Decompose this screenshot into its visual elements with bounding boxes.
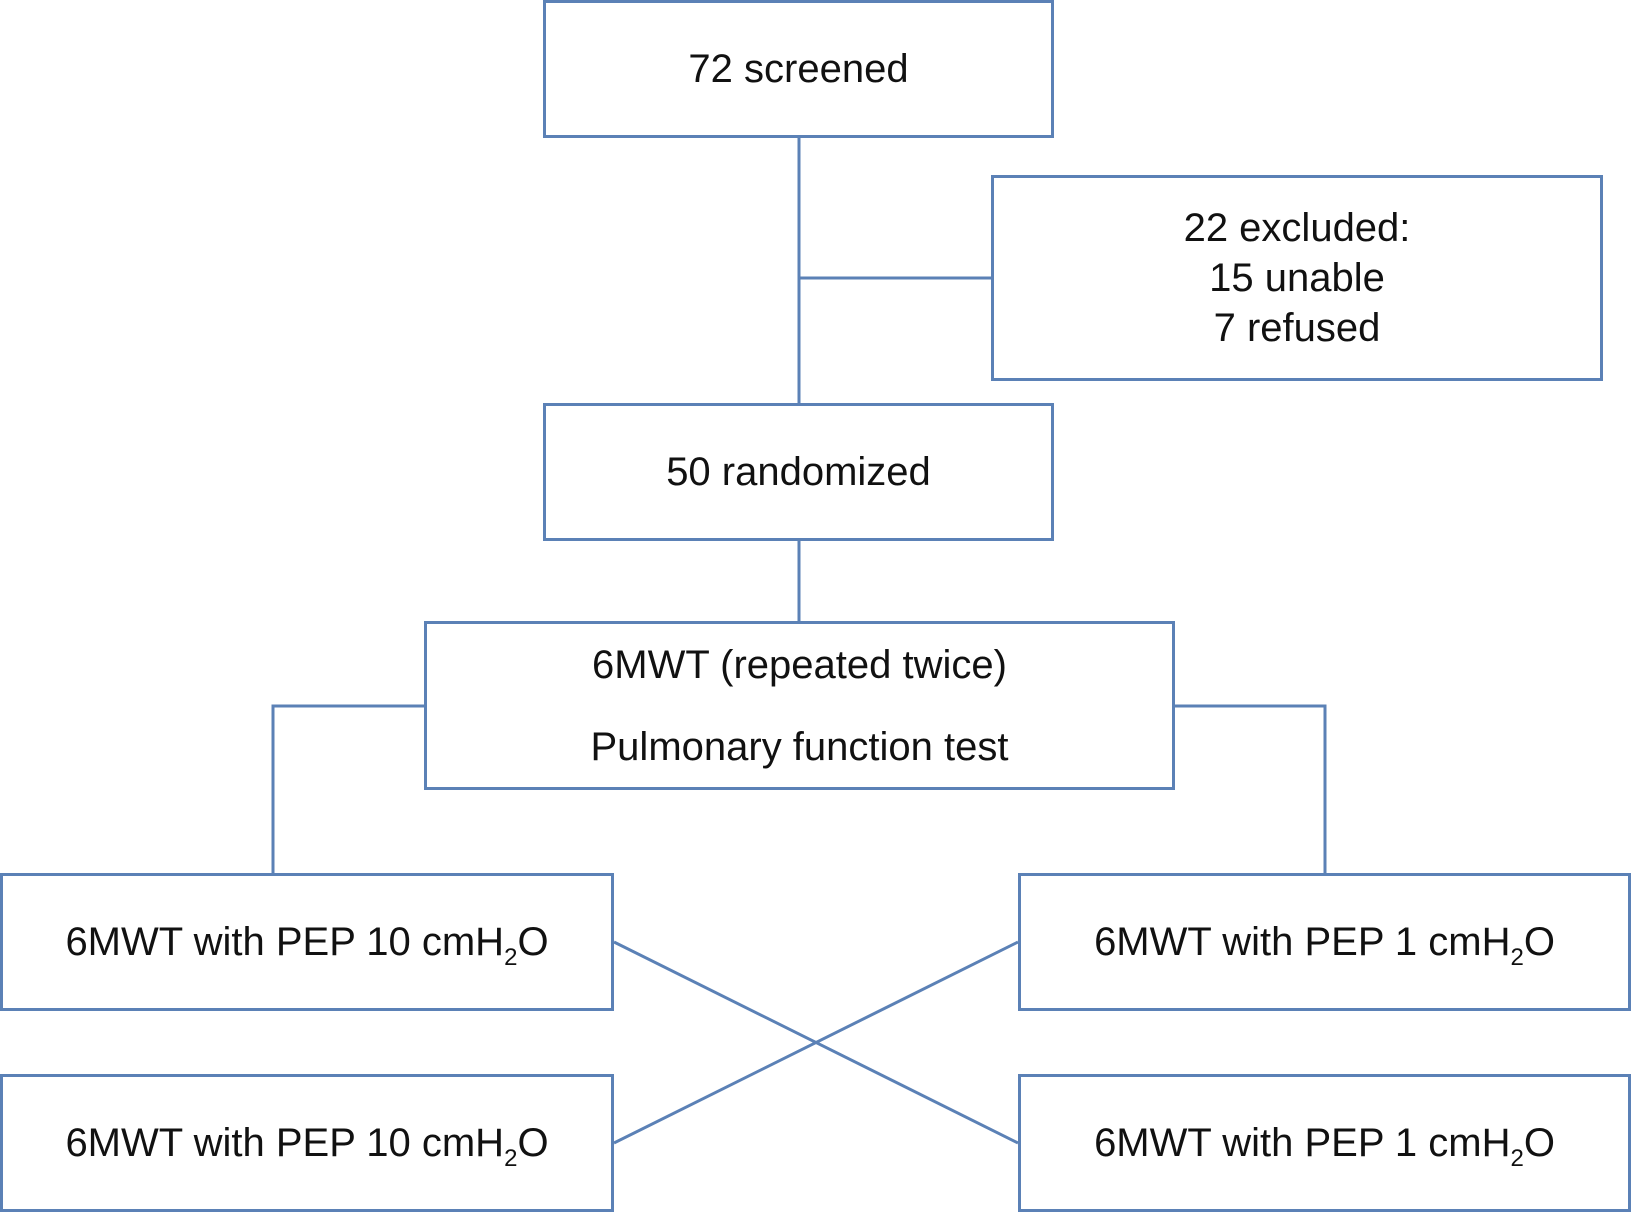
pep10-second-label: 6MWT with PEP 10 cmH2O [65, 1121, 549, 1172]
randomized-box: 50 randomized [543, 403, 1054, 541]
pep10-second-box: 6MWT with PEP 10 cmH2O [0, 1074, 614, 1212]
connector-crossover-pep1-to-pep10 [613, 940, 1019, 1145]
excluded-refused-label: 7 refused [1213, 306, 1381, 350]
screened-label: 72 screened [688, 47, 909, 91]
pep1-first-label: 6MWT with PEP 1 cmH2O [1094, 920, 1555, 971]
pep1-second-box: 6MWT with PEP 1 cmH2O [1018, 1074, 1631, 1212]
randomized-label: 50 randomized [666, 450, 931, 494]
pep1-second-label: 6MWT with PEP 1 cmH2O [1094, 1121, 1555, 1172]
pep10-first-box: 6MWT with PEP 10 cmH2O [0, 873, 614, 1011]
baseline-6mwt-label: 6MWT (repeated twice) [592, 642, 1007, 687]
baseline-pft-label: Pulmonary function test [590, 724, 1009, 769]
pep10-first-label: 6MWT with PEP 10 cmH2O [65, 920, 549, 971]
excluded-unable-label: 15 unable [1209, 256, 1385, 300]
baseline-tests-box: 6MWT (repeated twice) Pulmonary function… [424, 621, 1175, 790]
screened-box: 72 screened [543, 0, 1054, 138]
excluded-box: 22 excluded: 15 unable 7 refused [991, 175, 1603, 381]
excluded-label: 22 excluded: [1183, 206, 1411, 250]
connector-baseline-to-pep1-first [1175, 704, 1327, 873]
connector-baseline-to-pep10-first [271, 704, 424, 873]
pep1-first-box: 6MWT with PEP 1 cmH2O [1018, 873, 1631, 1011]
